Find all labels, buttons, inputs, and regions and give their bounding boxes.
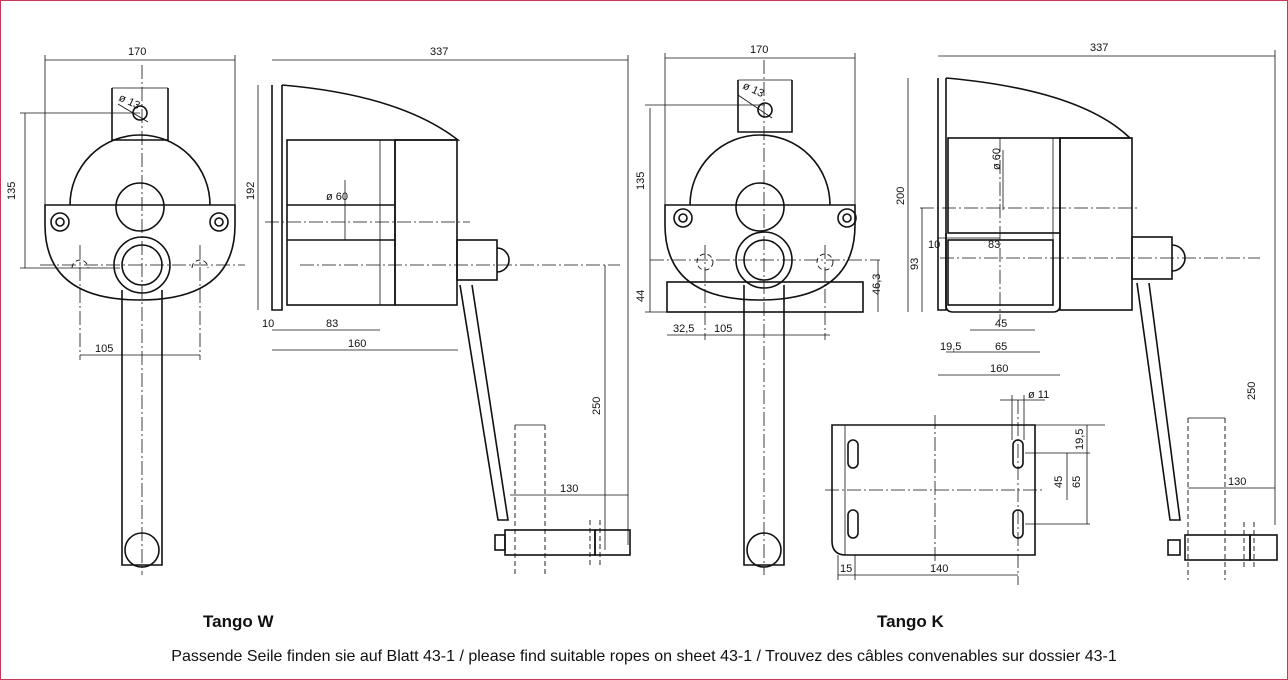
dim-k-side-160: 160 [990,363,1008,375]
dim-k-front-105: 105 [714,323,732,335]
dim-w-side-length: 337 [430,46,448,58]
dim-w-front-spacing: 105 [95,343,113,355]
dim-w-side-10: 10 [262,318,274,330]
dim-w-front-height: 135 [6,182,18,200]
dim-k-side-65: 65 [995,341,1007,353]
technical-drawing: 170 135 ø 13 105 337 192 ø 6 [6,42,1278,585]
dim-k-plate-65: 65 [1071,476,1083,488]
dim-k-side-83: 83 [988,239,1000,251]
tango-w-side-view [257,55,631,575]
dim-w-side-130: 130 [560,483,578,495]
dim-k-front-width: 170 [750,44,768,56]
caption-tango-w: Tango W [203,612,274,631]
dim-k-side-250: 250 [1246,382,1258,400]
dim-k-side-93: 93 [909,258,921,270]
dim-k-front-height: 135 [635,172,647,190]
dim-k-side-45: 45 [995,318,1007,330]
tango-w-front-view [20,55,245,575]
dim-k-plate-15: 15 [840,563,852,575]
dim-w-front-hole: ø 13 [117,92,142,112]
dim-k-plate-hole: ø 11 [1028,389,1049,401]
dim-k-side-200: 200 [895,187,907,205]
dim-k-plate-140: 140 [930,563,948,575]
dim-k-side-length: 337 [1090,42,1108,54]
dim-k-front-46-3: 46,3 [871,274,883,295]
dim-k-front-44: 44 [635,290,647,302]
dim-w-side-drum-dia: ø 60 [326,191,348,203]
tango-k-side-view [907,50,1278,580]
caption-tango-k: Tango K [877,612,944,631]
dim-k-front-32-5: 32,5 [673,323,694,335]
footer-note: Passende Seile finden sie auf Blatt 43-1… [171,648,1117,665]
dim-k-side-10: 10 [928,239,940,251]
dim-k-front-hole: ø 13 [741,80,766,100]
dim-w-side-250: 250 [591,397,603,415]
dim-w-side-160: 160 [348,338,366,350]
dim-k-side-drum-dia: ø 60 [991,148,1003,170]
dim-k-plate-45: 45 [1053,476,1065,488]
dim-k-plate-19-5: 19,5 [1074,429,1086,450]
dim-k-side-19-5: 19,5 [940,341,961,353]
tango-k-front-view [645,53,880,575]
dim-w-side-height: 192 [245,182,257,200]
dim-k-side-130: 130 [1228,476,1246,488]
dim-w-front-width: 170 [128,46,146,58]
dim-w-side-83: 83 [326,318,338,330]
tango-k-mounting-plate [825,395,1105,585]
